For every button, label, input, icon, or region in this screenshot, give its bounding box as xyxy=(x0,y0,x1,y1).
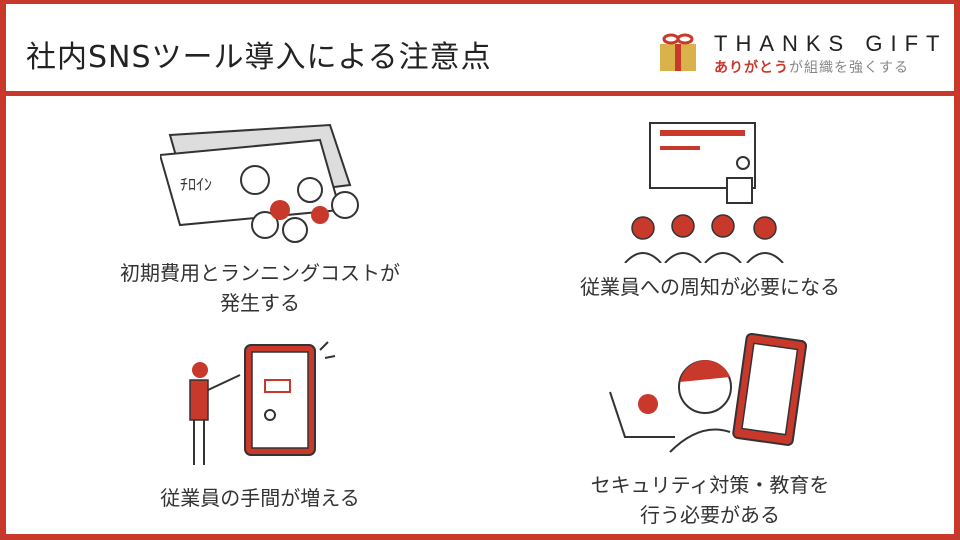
header: 社内SNSツール導入による注意点 THANKS GIFT ありがとうが組織を強く… xyxy=(6,4,954,96)
training-illustration xyxy=(624,122,784,263)
brand-tagline: ありがとうが組織を強くする xyxy=(714,60,909,76)
page-title: 社内SNSツール導入による注意点 xyxy=(26,40,492,75)
caption-notice: 従業員への周知が必要になる xyxy=(580,275,840,299)
caption-cost: 初期費用とランニングコストが発生する xyxy=(120,261,400,315)
svg-text:ﾁﾛｲﾝ: ﾁﾛｲﾝ xyxy=(180,175,212,194)
gift-icon xyxy=(660,33,696,71)
caption-workload: 従業員の手間が増える xyxy=(160,486,360,510)
money-illustration: ﾁﾛｲﾝ xyxy=(160,123,359,243)
brand-name: THANKS GIFT xyxy=(714,31,948,56)
thanks-gift-logo: THANKS GIFT ありがとうが組織を強くする xyxy=(652,28,952,78)
worker-illustration xyxy=(189,341,336,465)
caption-security: セキュリティ対策・教育を行う必要がある xyxy=(590,473,830,527)
security-illustration xyxy=(609,332,808,453)
